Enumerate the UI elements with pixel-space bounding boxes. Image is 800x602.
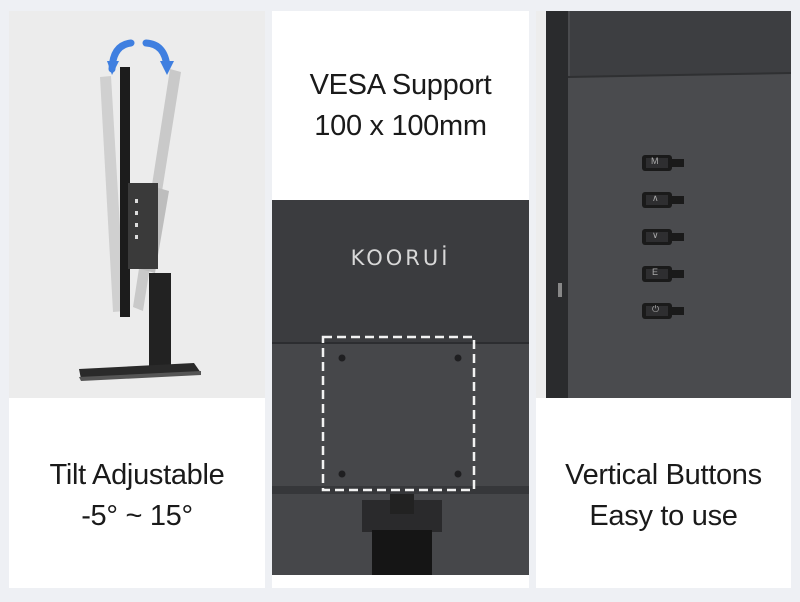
vesa-outline-icon bbox=[321, 335, 476, 492]
tilt-caption: Tilt Adjustable -5° ~ 15° bbox=[9, 455, 265, 537]
brand-logo: KOORUİ bbox=[350, 246, 451, 270]
tilt-photo bbox=[9, 11, 265, 398]
buttons-caption-line2: Easy to use bbox=[589, 500, 738, 532]
monitor-back-photo: KOORUİ bbox=[272, 200, 529, 588]
exit-button[interactable]: E bbox=[642, 264, 684, 284]
buttons-caption: Vertical Buttons Easy to use bbox=[536, 455, 791, 537]
power-icon: ⏻ bbox=[652, 304, 660, 314]
menu-button[interactable]: M bbox=[642, 153, 684, 173]
vesa-caption: VESA Support 100 x 100mm bbox=[272, 65, 529, 147]
buttons-caption-line1: Vertical Buttons bbox=[565, 459, 762, 491]
tilt-panel: Tilt Adjustable -5° ~ 15° bbox=[9, 11, 265, 588]
menu-icon: M bbox=[651, 156, 659, 166]
down-icon: ∨ bbox=[652, 230, 659, 240]
tilt-caption-line2: -5° ~ 15° bbox=[81, 500, 193, 532]
tilt-arrows-icon bbox=[107, 39, 174, 75]
tilt-caption-line1: Tilt Adjustable bbox=[49, 459, 225, 491]
exit-icon: E bbox=[652, 267, 659, 277]
tilt-monitor-illustration bbox=[79, 39, 201, 381]
up-icon: ∧ bbox=[652, 193, 659, 203]
up-button[interactable]: ∧ bbox=[642, 190, 684, 210]
down-button[interactable]: ∨ bbox=[642, 227, 684, 247]
vesa-caption-line1: VESA Support bbox=[309, 69, 492, 101]
power-button[interactable]: ⏻ bbox=[642, 301, 684, 321]
vesa-panel: VESA Support 100 x 100mm KOORUİ bbox=[272, 11, 529, 588]
buttons-photo: M ∧ ∨ E ⏻ bbox=[536, 11, 791, 398]
buttons-panel: M ∧ ∨ E ⏻ Vertical Buttons Easy to use bbox=[536, 11, 791, 588]
vesa-caption-line2: 100 x 100mm bbox=[314, 110, 487, 142]
